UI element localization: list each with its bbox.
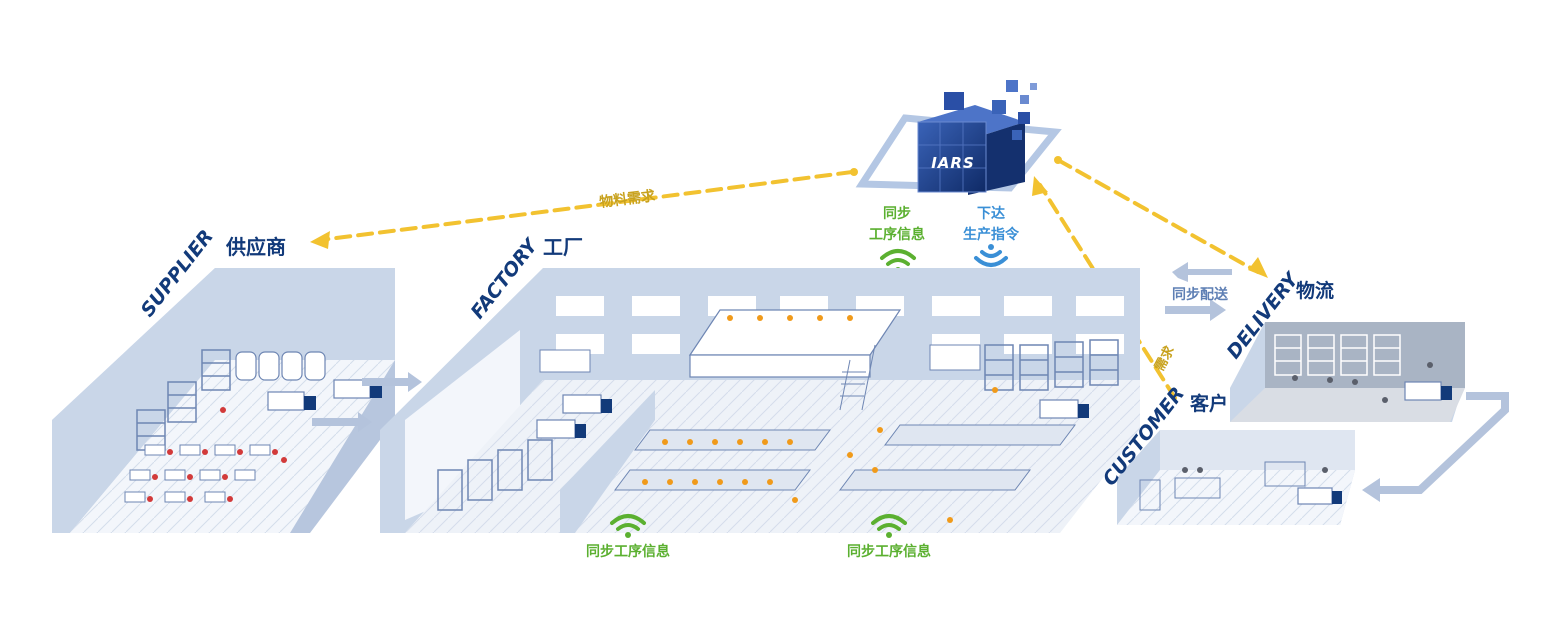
factory-room	[380, 268, 1140, 533]
delivery-truck-icon	[1404, 381, 1452, 401]
delivery-arrow	[1056, 158, 1260, 274]
delivery-to-customer-arrowhead-icon	[1362, 478, 1380, 502]
iars-cube: IARS	[855, 80, 1062, 195]
supplier-truck-1-icon	[267, 391, 316, 411]
arrowhead-delivery-icon	[1248, 257, 1268, 278]
arrowhead-iars-icon	[1032, 176, 1048, 196]
sync-delivery-arrow-left-icon	[1172, 262, 1232, 282]
wifi-blue-top-icon	[974, 244, 1008, 267]
sync-delivery-label: 同步配送	[1172, 286, 1229, 303]
iars-logo: IARS	[931, 154, 975, 172]
factory-label-cn: 工厂	[543, 235, 583, 259]
sync-process-info-top-line1: 同步	[883, 205, 911, 222]
wifi-green-right-icon	[871, 514, 907, 538]
customer-room	[1117, 430, 1355, 525]
sync-process-info-top-line2: 工序信息	[869, 226, 925, 243]
delivery-to-customer-path	[1378, 392, 1509, 494]
flow-node-left	[850, 168, 858, 176]
flow-node-right	[1054, 156, 1062, 164]
demand-label: 需求	[1151, 343, 1178, 374]
arrowhead-supplier-icon	[310, 231, 330, 249]
issue-production-order-line1: 下达	[977, 205, 1005, 222]
material-demand-arrow	[318, 170, 854, 242]
material-demand-label: 物料需求	[598, 187, 657, 211]
supplier-exit-arrow-1-icon	[362, 372, 422, 392]
supplier-truck-2-icon	[333, 379, 382, 399]
sync-process-info-left: 同步工序信息	[586, 543, 670, 560]
supplier-label-cn: 供应商	[225, 235, 286, 259]
demand-arrow	[1038, 183, 1177, 400]
sync-process-info-right: 同步工序信息	[847, 543, 931, 560]
customer-label-cn: 客户	[1190, 392, 1228, 415]
wifi-green-left-icon	[610, 514, 646, 538]
supplier-exit-arrow-2-icon	[312, 412, 372, 432]
delivery-room	[1230, 322, 1465, 422]
delivery-label-cn: 物流	[1296, 279, 1334, 302]
issue-production-order-line2: 生产指令	[963, 226, 1020, 243]
supplier-room	[52, 268, 422, 533]
customer-truck-icon	[1297, 487, 1342, 505]
flow-arrows	[318, 158, 1260, 400]
sync-delivery-arrow-right-icon	[1165, 299, 1226, 321]
